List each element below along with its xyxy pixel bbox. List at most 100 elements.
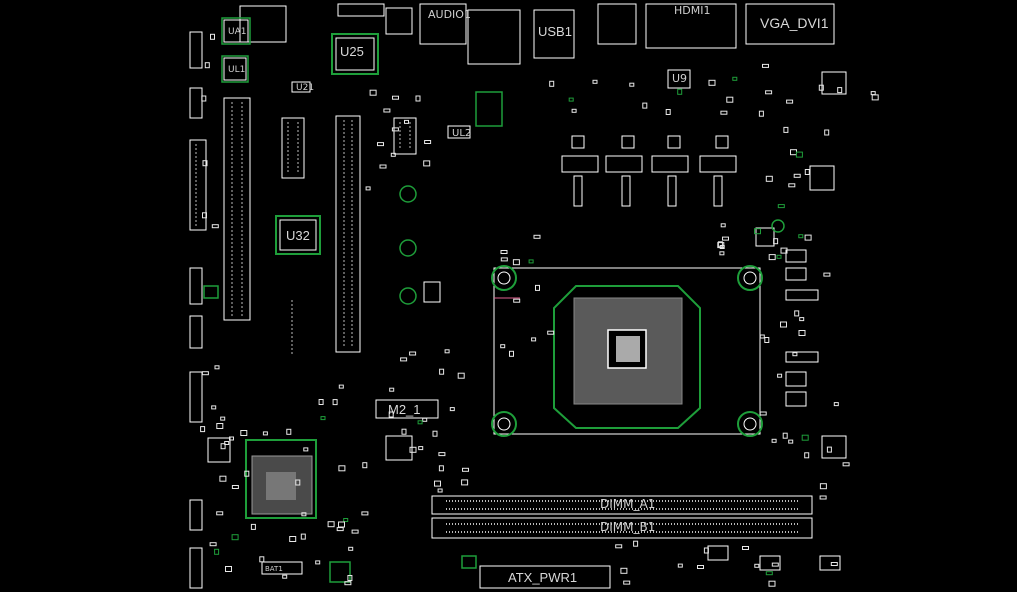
smd-component [392,95,399,100]
smd-component [444,349,450,354]
smd-component [415,95,421,102]
smd-component [830,562,838,566]
smd-component [719,251,725,256]
smd-component [348,546,354,551]
atx-power-connector: ATX_PWR1 [479,565,611,589]
smd-component [383,108,391,113]
smd-component [462,467,469,472]
smd-component [262,431,268,436]
hdmi-label: HDMI1 [674,4,710,17]
smd-component [703,547,709,554]
smd-component [762,63,769,68]
smd-component [401,428,407,435]
smd-component [620,567,628,574]
smd-component [362,462,368,469]
smd-component [220,443,226,450]
smd-component [365,186,371,191]
smd-component [418,446,424,451]
smd-component [786,99,794,104]
smd-component [512,259,520,266]
smd-component [768,580,776,587]
smd-component [320,416,326,421]
smd-component [286,428,292,435]
smd-component [259,556,265,563]
smd-component [214,548,220,555]
smd-component [804,234,812,241]
smd-component [742,546,749,550]
smd-component [438,465,444,472]
green-outlines [203,17,785,583]
smd-component [301,512,307,517]
smd-component [211,224,219,229]
smd-component [777,373,783,378]
smd-component [220,416,226,421]
smd-component [780,321,787,328]
dimm-slots: DIMM_A1 DIMM_B1 [431,495,813,539]
chipset-bga [245,439,317,519]
smd-component [870,91,876,96]
smd-component [500,257,508,262]
smd-component [422,417,428,422]
smd-component [240,430,248,436]
smd-component [533,234,541,239]
u9-label: U9 [672,72,687,85]
smd-component [231,534,239,541]
small-ics [207,19,847,575]
smd-component [819,495,827,500]
smd-component [720,110,728,115]
smd-component [798,234,804,239]
smd-component [379,164,387,169]
smd-component [347,575,353,581]
smd-component [708,79,716,86]
smd-component [338,465,346,472]
ua1-label: UA1 [228,27,246,37]
smd-component [229,436,234,441]
smd-component [798,330,806,336]
smd-component [547,330,555,335]
smd-component [244,470,250,477]
smd-component [424,140,432,144]
smd-component [457,372,465,379]
m2-label: M2_1 [388,402,421,417]
smd-component [819,483,827,490]
smd-component [404,119,409,124]
smd-component [773,238,779,245]
smd-component [327,521,335,528]
smd-component [783,126,789,133]
smd-component [303,447,309,452]
vrm-components [561,135,819,407]
smd-component [531,337,537,342]
slot-pin-rows [195,102,411,356]
smd-component [423,160,431,167]
smd-component [571,108,577,113]
smd-component [801,434,809,441]
smd-component [780,247,788,254]
smd-component [633,540,639,547]
smd-component [665,109,671,115]
smd-component [289,536,297,542]
smd-component [439,368,445,375]
usb-label: USB1 [538,24,572,39]
smd-component [201,371,209,376]
smd-component [300,533,306,540]
smd-component [765,175,773,182]
smd-component [677,88,683,95]
atx-label: ATX_PWR1 [508,570,577,585]
smd-component [793,173,801,178]
smd-component [201,95,207,102]
smd-component [318,399,324,405]
smd-component [336,527,344,532]
smd-component [204,62,210,69]
smd-component [351,529,359,534]
smd-component [409,351,417,356]
smd-component [818,84,824,91]
smd-component [535,284,540,291]
smd-component [338,384,344,389]
smd-component [833,402,839,407]
smd-component [369,89,377,96]
smd-component [409,446,417,453]
smd-component [792,352,798,357]
smd-component [592,79,598,84]
smd-component [794,310,800,317]
